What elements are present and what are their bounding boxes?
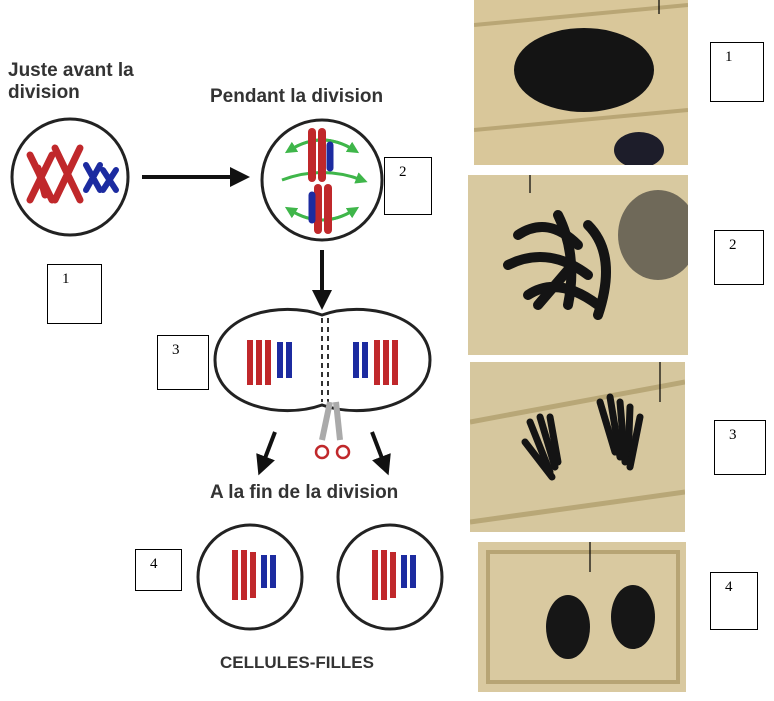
micrograph-2 bbox=[468, 175, 688, 355]
number-box-4: 4 bbox=[135, 549, 182, 591]
daughter-cell-right bbox=[336, 523, 444, 631]
mitosis-diagram bbox=[10, 117, 444, 631]
micrograph-1 bbox=[474, 0, 688, 165]
cell-before-division bbox=[10, 117, 130, 237]
number-box-1: 1 bbox=[47, 264, 102, 324]
photo-box-1: 1 bbox=[710, 42, 764, 102]
label-end-division: A la fin de la division bbox=[210, 482, 399, 503]
number-box-2: 2 bbox=[384, 157, 432, 215]
micrograph-4 bbox=[478, 542, 686, 692]
micrograph-3 bbox=[470, 362, 685, 532]
cell-dividing bbox=[213, 307, 432, 413]
label-during-division: Pendant la division bbox=[210, 86, 384, 107]
number-box-3: 3 bbox=[157, 335, 209, 390]
label-before-division: Juste avant la division bbox=[8, 60, 134, 103]
photo-box-2: 2 bbox=[714, 230, 764, 285]
scissors-icon bbox=[314, 401, 351, 460]
photo-box-4: 4 bbox=[710, 572, 758, 630]
daughter-cell-left bbox=[196, 523, 304, 631]
cell-during-division bbox=[260, 118, 384, 242]
photo-box-3: 3 bbox=[714, 420, 766, 475]
label-daughter-cells: CELLULES-FILLES bbox=[220, 653, 374, 672]
